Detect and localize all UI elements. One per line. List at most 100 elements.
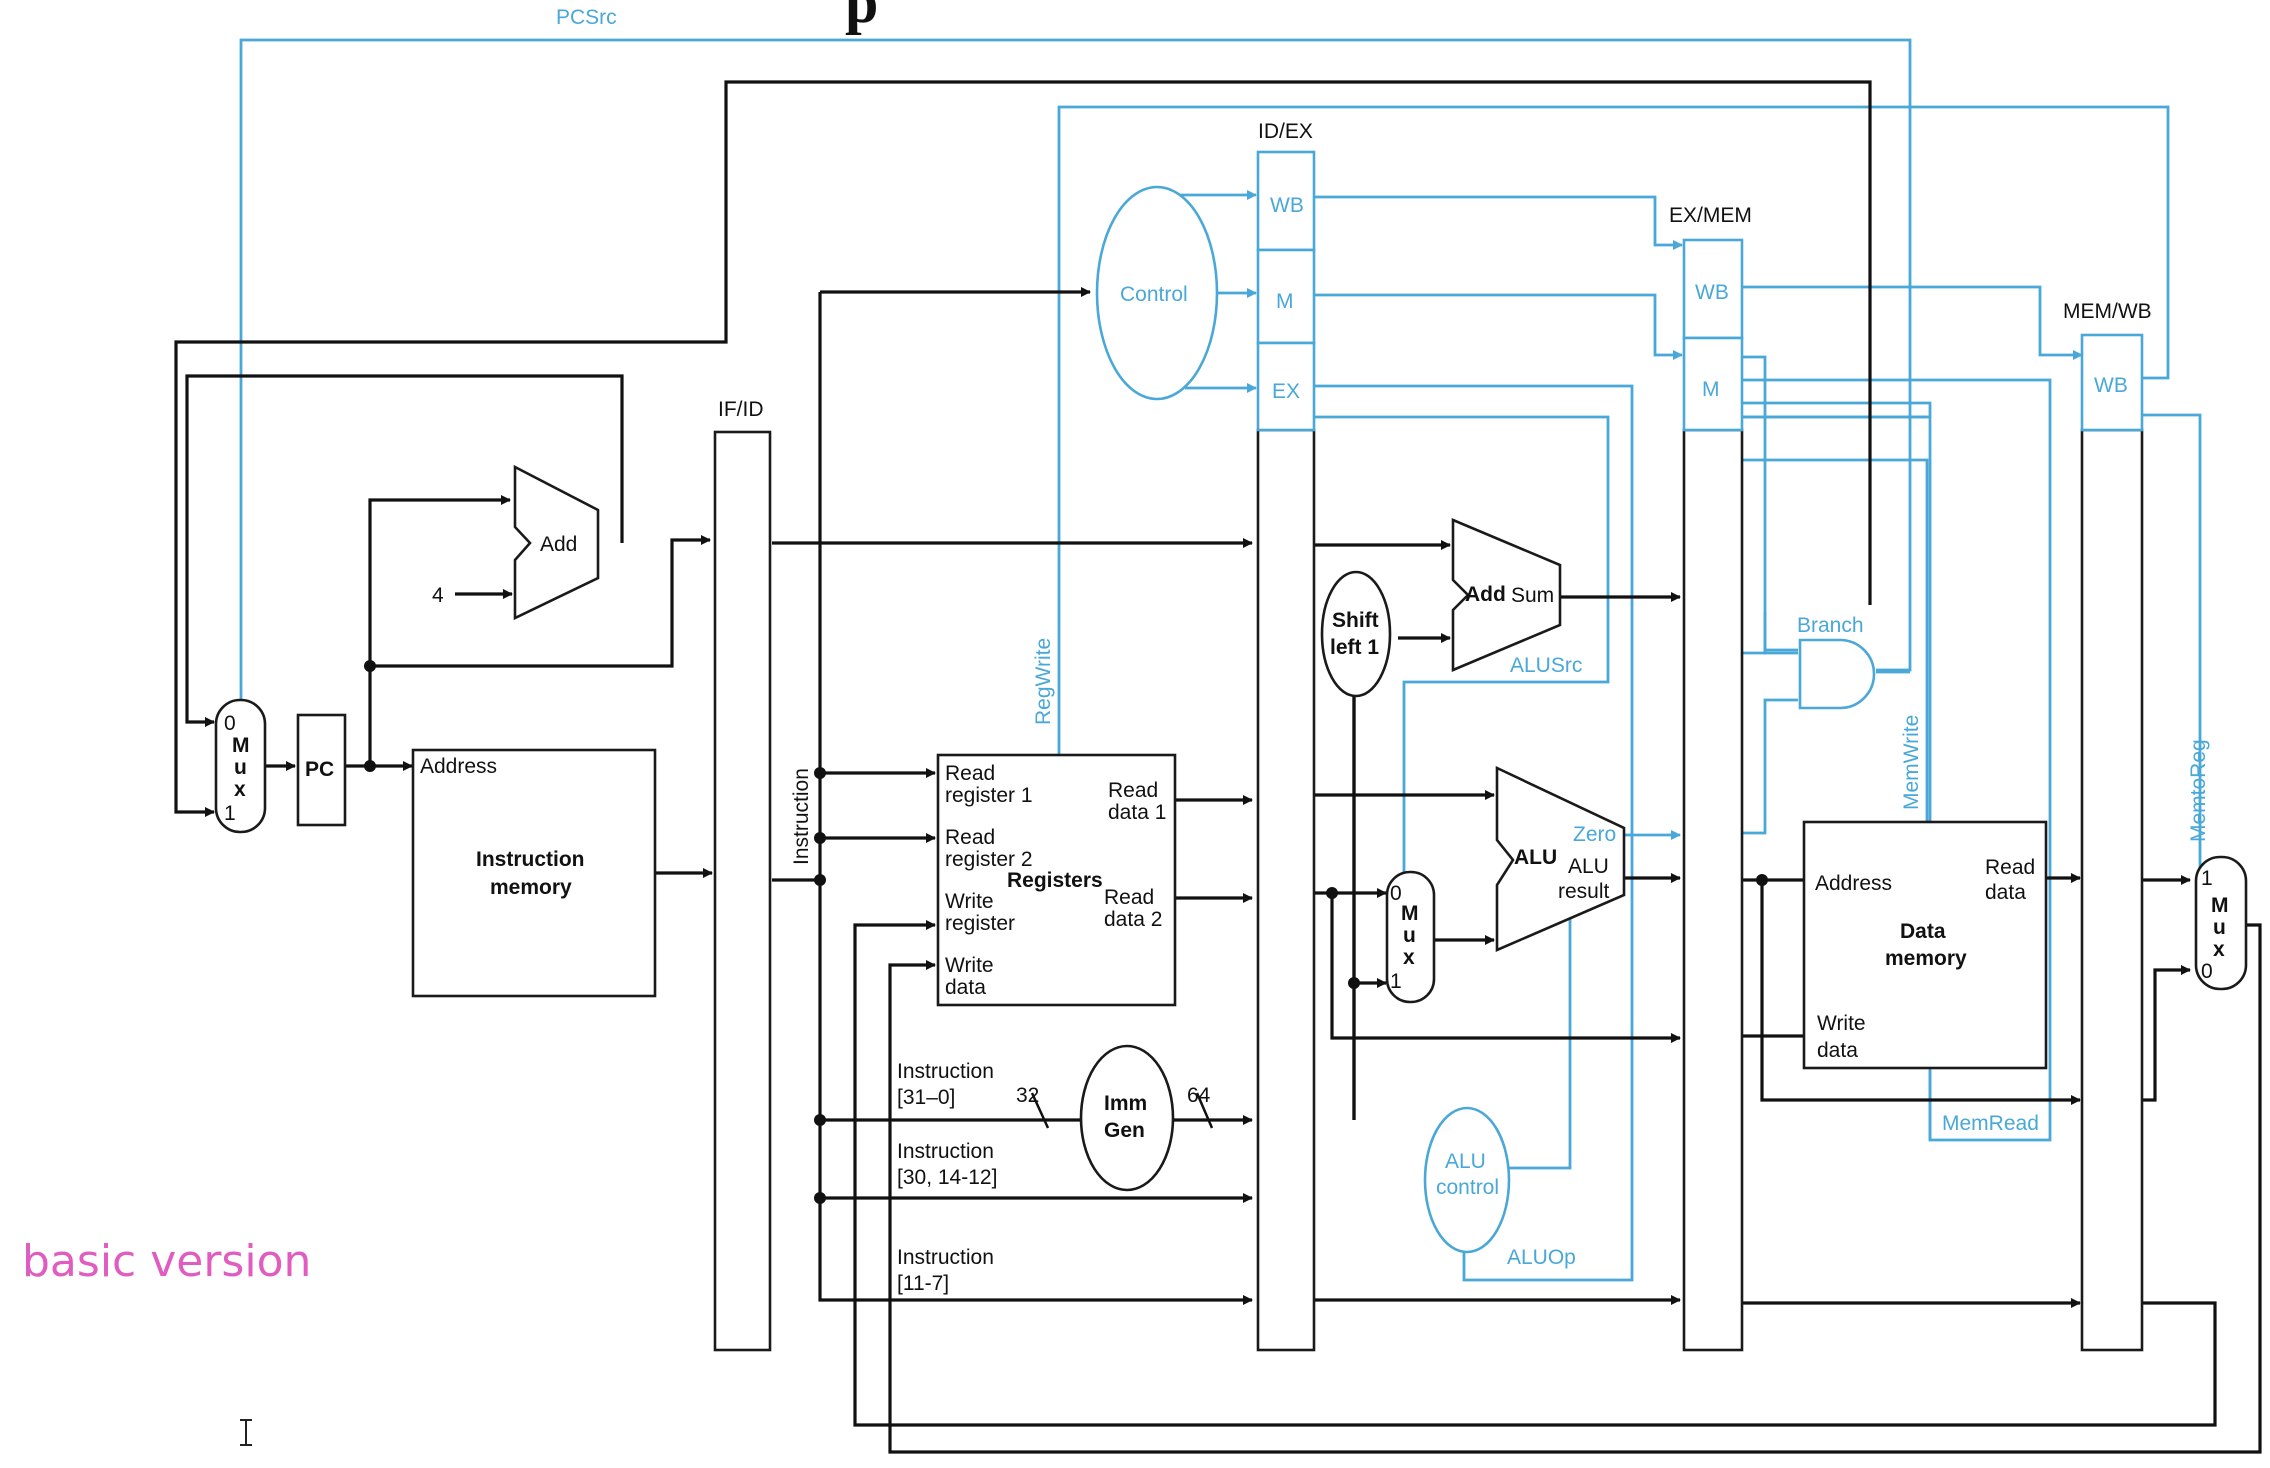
pc-register: PC xyxy=(296,713,347,827)
memread-label: MemRead xyxy=(1942,1112,2039,1135)
svg-text:32: 32 xyxy=(1016,1084,1039,1107)
id-ex-register: ID/EX WB M EX xyxy=(1256,120,1316,1352)
svg-text:Instruction: Instruction xyxy=(897,1246,994,1269)
svg-text:Address: Address xyxy=(1815,872,1892,895)
svg-text:memory: memory xyxy=(1885,947,1967,970)
svg-text:[11-7]: [11-7] xyxy=(897,1272,949,1295)
mem-wb-register: MEM/WB WB xyxy=(2063,300,2152,1352)
svg-text:Data: Data xyxy=(1900,920,1946,943)
svg-text:x: x xyxy=(234,778,246,801)
svg-text:EX/MEM: EX/MEM xyxy=(1669,204,1752,227)
svg-text:data 1: data 1 xyxy=(1108,801,1166,824)
svg-text:WB: WB xyxy=(2094,374,2128,397)
memwrite-label: MemWrite xyxy=(1900,715,1923,810)
svg-text:0: 0 xyxy=(1390,882,1402,905)
svg-text:Shift: Shift xyxy=(1332,609,1379,632)
shift-left-1: Shift left 1 xyxy=(1320,570,1392,698)
register-file: Read register 1 Read register 2 Write re… xyxy=(936,753,1177,1007)
basic-version-note: basic version xyxy=(22,1236,311,1287)
svg-text:MEM/WB: MEM/WB xyxy=(2063,300,2152,323)
svg-text:u: u xyxy=(2213,916,2226,939)
svg-text:Sum: Sum xyxy=(1511,584,1554,607)
svg-text:Add: Add xyxy=(1465,583,1506,606)
alusrc-label: ALUSrc xyxy=(1510,654,1582,677)
svg-text:M: M xyxy=(232,734,250,757)
svg-text:0: 0 xyxy=(224,712,236,735)
ex-mem-register: EX/MEM WB M xyxy=(1669,204,1752,1352)
svg-text:M: M xyxy=(1276,290,1294,313)
svg-text:control: control xyxy=(1436,1176,1499,1199)
svg-text:data: data xyxy=(945,976,986,999)
svg-text:data: data xyxy=(1817,1039,1858,1062)
svg-text:1: 1 xyxy=(1390,970,1402,993)
svg-text:Address: Address xyxy=(420,755,497,778)
svg-text:Gen: Gen xyxy=(1104,1119,1145,1142)
svg-text:M: M xyxy=(2211,894,2229,917)
control-unit: Control xyxy=(1095,185,1219,401)
svg-text:register 1: register 1 xyxy=(945,784,1033,807)
aluop-label: ALUOp xyxy=(1507,1246,1576,1269)
svg-text:x: x xyxy=(2213,938,2225,961)
alu-control: ALU control xyxy=(1423,1106,1511,1254)
branch-adder: Add Sum xyxy=(1451,518,1562,672)
svg-text:result: result xyxy=(1558,880,1610,903)
svg-text:register 2: register 2 xyxy=(945,848,1033,871)
constant-four: 4 xyxy=(432,584,444,607)
svg-text:u: u xyxy=(1403,924,1416,947)
datapath-wires xyxy=(174,80,2262,1454)
svg-text:[31–0]: [31–0] xyxy=(897,1086,955,1109)
svg-text:Write: Write xyxy=(945,890,994,913)
svg-text:0: 0 xyxy=(2201,960,2213,983)
svg-text:memory: memory xyxy=(490,876,572,899)
svg-text:1: 1 xyxy=(224,802,236,825)
instruction-field-labels: Instruction [31–0] Instruction [30, 14-1… xyxy=(897,1060,997,1295)
memtoreg-mux: 1 M u x 0 xyxy=(2194,855,2248,991)
alu: ALU Zero ALU result xyxy=(1495,765,1626,952)
pc-adder: Add 4 xyxy=(432,464,600,621)
memtoreg-label: MemtoReg xyxy=(2187,739,2210,842)
svg-text:Read: Read xyxy=(945,762,995,785)
svg-text:Read: Read xyxy=(1104,886,1154,909)
svg-text:Instruction: Instruction xyxy=(897,1060,994,1083)
svg-text:PC: PC xyxy=(305,758,334,781)
instruction-memory: Address Instruction memory xyxy=(411,748,657,998)
imm-gen: Imm Gen 32 64 xyxy=(1016,1044,1211,1192)
svg-text:Write: Write xyxy=(945,954,994,977)
svg-text:Branch: Branch xyxy=(1797,614,1864,637)
alu-src-mux: 0 M u x 1 xyxy=(1385,870,1436,1004)
text-cursor-icon xyxy=(240,1419,252,1446)
svg-text:Read: Read xyxy=(945,826,995,849)
title-fragment: p xyxy=(845,0,878,35)
svg-text:IF/ID: IF/ID xyxy=(718,398,764,421)
svg-text:1: 1 xyxy=(2201,867,2213,890)
svg-text:Instruction: Instruction xyxy=(897,1140,994,1163)
pc-mux: 0 M u x 1 xyxy=(214,698,267,834)
if-id-register: IF/ID Instruction xyxy=(713,398,813,1352)
svg-text:Control: Control xyxy=(1120,283,1188,306)
pcsrc-label: PCSrc xyxy=(556,6,617,29)
svg-text:Read: Read xyxy=(1985,856,2035,879)
svg-text:Add: Add xyxy=(540,533,577,556)
svg-text:ID/EX: ID/EX xyxy=(1258,120,1313,143)
control-signal-labels: PCSrc RegWrite ALUSrc ALUOp MemWrite Mem… xyxy=(556,6,2210,1269)
svg-text:data 2: data 2 xyxy=(1104,908,1162,931)
svg-text:register: register xyxy=(945,912,1015,935)
svg-text:WB: WB xyxy=(1695,281,1729,304)
svg-text:WB: WB xyxy=(1270,194,1304,217)
instruction-bus-label: Instruction xyxy=(790,768,813,865)
svg-text:Write: Write xyxy=(1817,1012,1866,1035)
svg-text:x: x xyxy=(1403,946,1415,969)
svg-text:Zero: Zero xyxy=(1573,823,1616,846)
svg-text:data: data xyxy=(1985,881,2026,904)
svg-text:EX: EX xyxy=(1272,380,1300,403)
svg-text:ALU: ALU xyxy=(1568,855,1609,878)
svg-text:64: 64 xyxy=(1187,1084,1211,1107)
svg-text:Instruction: Instruction xyxy=(476,848,585,871)
svg-text:ALU: ALU xyxy=(1445,1150,1486,1173)
svg-text:left 1: left 1 xyxy=(1330,636,1379,659)
data-memory: Address Read data Write data Data memory xyxy=(1802,820,2048,1070)
svg-text:Imm: Imm xyxy=(1104,1092,1147,1115)
svg-text:ALU: ALU xyxy=(1514,846,1557,869)
svg-text:u: u xyxy=(234,756,247,779)
